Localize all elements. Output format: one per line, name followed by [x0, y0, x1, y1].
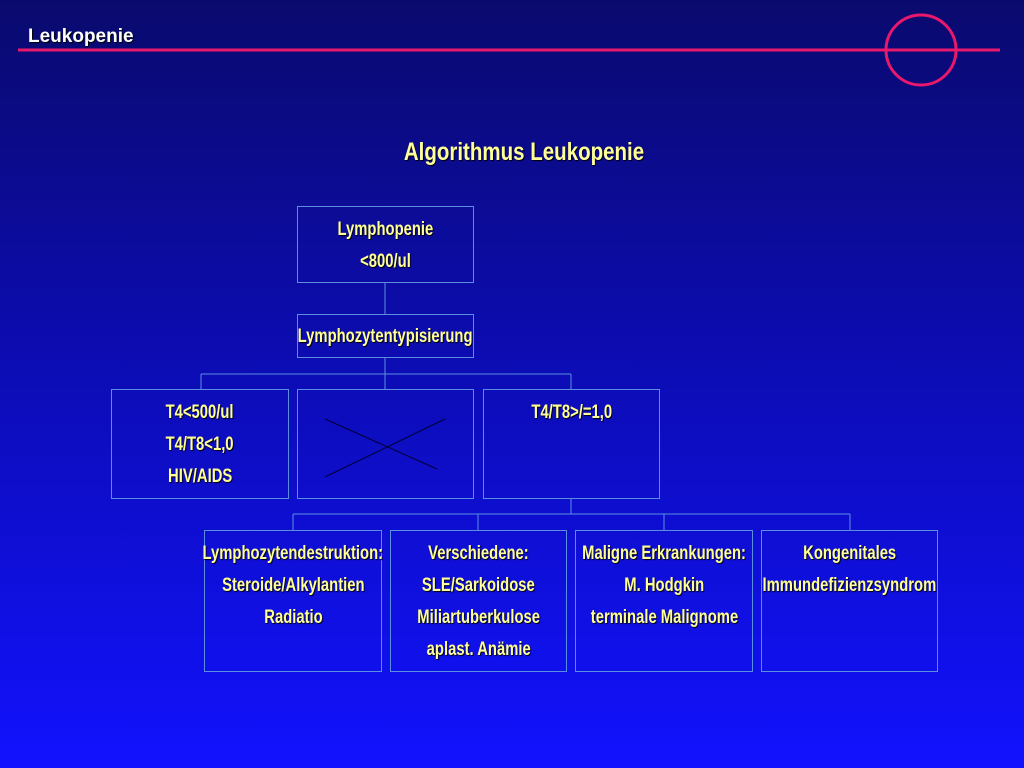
cross-mark	[324, 418, 446, 478]
box-kongenitales: Kongenitales Immundefizienzsyndrom	[761, 530, 938, 672]
box-maligne-erkrankungen: Maligne Erkrankungen: M. Hodgkin termina…	[575, 530, 753, 672]
box-line: T4/T8>/=1,0	[531, 402, 612, 423]
box-line: Immundefizienzsyndrom	[762, 575, 937, 596]
box-lymphozytentypisierung: Lymphozytentypisierung	[297, 314, 474, 358]
box-line: SLE/Sarkoidose	[422, 575, 535, 596]
box-line: T4/T8<1,0	[166, 434, 234, 455]
box-lymphopenie: Lymphopenie <800/ul	[297, 206, 474, 283]
box-line: <800/ul	[360, 251, 411, 272]
box-line: Lymphozytentypisierung	[298, 326, 473, 347]
box-line: T4<500/ul	[166, 402, 234, 423]
box-line: aplast. Anämie	[426, 639, 531, 660]
header-circle	[884, 13, 958, 87]
box-line: Steroide/Alkylantien	[221, 575, 365, 596]
box-line: Maligne Erkrankungen:	[582, 543, 746, 564]
box-line: Lymphozytendestruktion:	[202, 543, 384, 564]
header-decoration	[18, 13, 1000, 87]
box-line: Kongenitales	[802, 543, 897, 564]
box-line: HIV/AIDS	[167, 466, 233, 487]
box-line: M. Hodgkin	[624, 575, 704, 596]
box-line: terminale Malignome	[590, 607, 738, 628]
slide-title: Leukopenie	[28, 26, 134, 47]
box-line: Miliartuberkulose	[417, 607, 540, 628]
box-t4-low: T4<500/ul T4/T8<1,0 HIV/AIDS	[111, 389, 289, 499]
cross-line-1	[324, 418, 438, 470]
box-lymphozytendestruktion: Lymphozytendestruktion: Steroide/Alkylan…	[202, 530, 384, 672]
box-line: Radiatio	[263, 607, 323, 628]
box-line: Verschiedene:	[428, 543, 529, 564]
box-verschiedene: Verschiedene: SLE/Sarkoidose Miliartuber…	[390, 530, 567, 672]
box-crossed-out	[297, 389, 474, 499]
box-t4t8-ratio: T4/T8>/=1,0	[483, 389, 660, 499]
diagram-title: Algorithmus Leukopenie	[403, 138, 645, 166]
box-line: Lymphopenie	[337, 219, 434, 240]
cross-line-2	[324, 418, 446, 478]
